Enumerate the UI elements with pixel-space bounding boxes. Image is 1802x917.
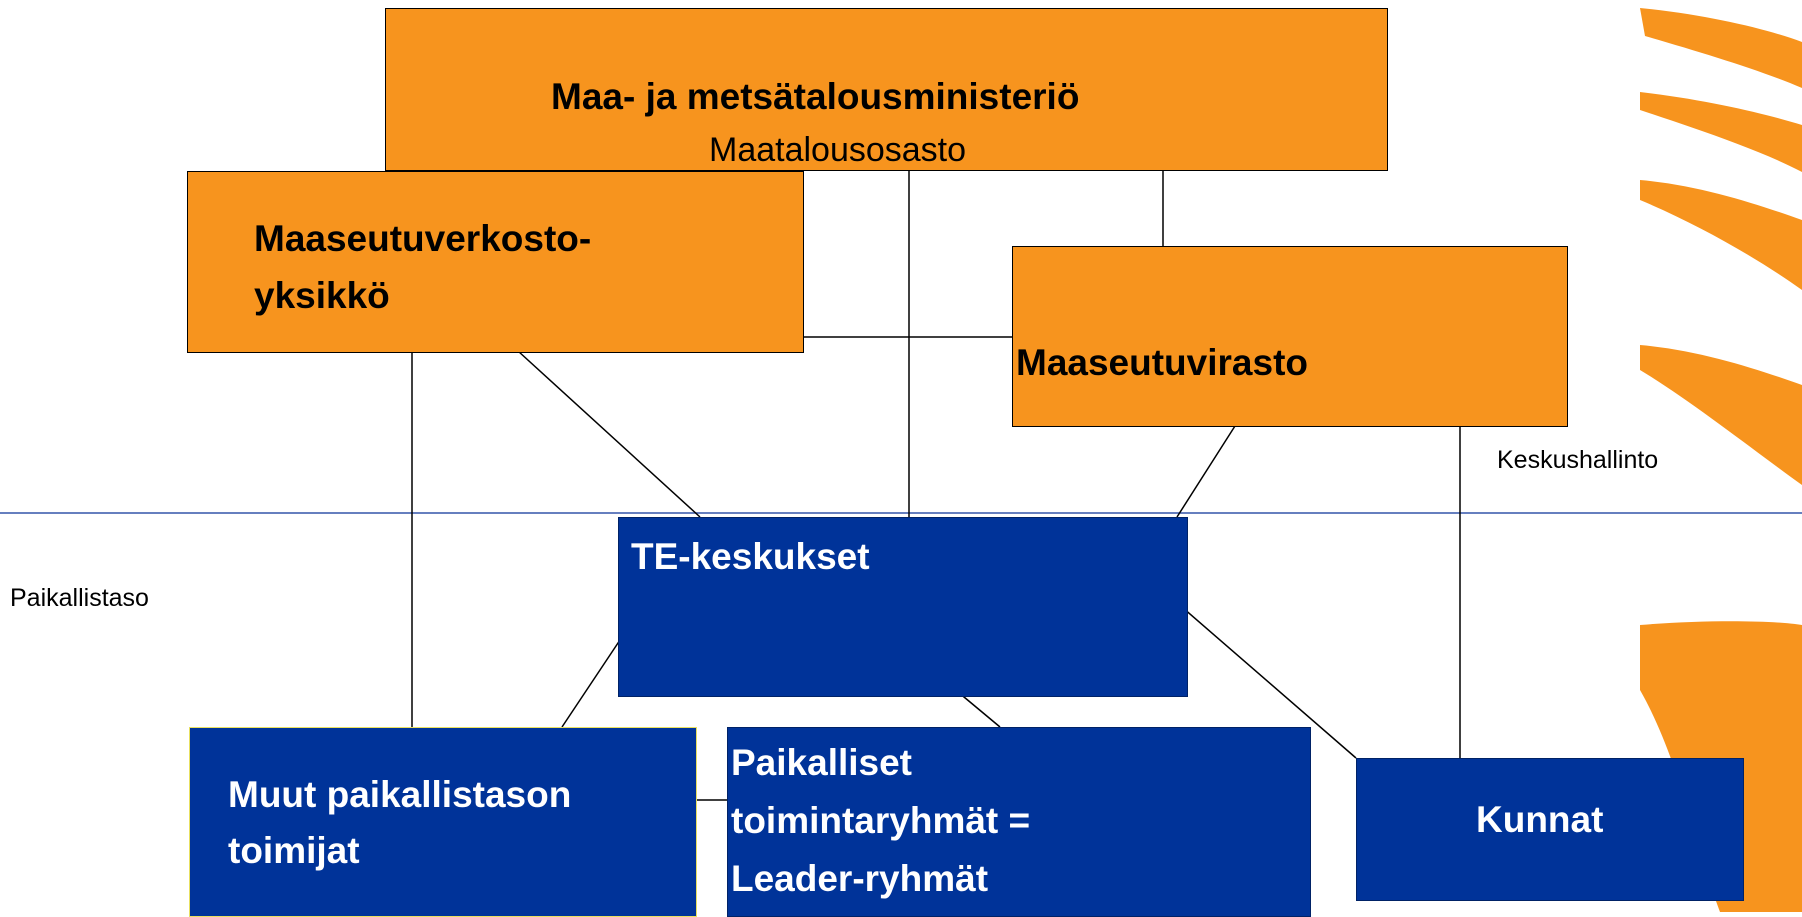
other-actors-box: Muut paikallistason toimijat: [189, 727, 697, 917]
connector-network-te: [517, 350, 701, 518]
local-groups-label-line3: Leader-ryhmät: [731, 858, 989, 899]
te-centres-title: TE-keskukset: [631, 536, 870, 577]
agency-title: Maaseutuvirasto: [1016, 342, 1308, 383]
network-unit-label-line1: Maaseutuverkosto-: [254, 218, 592, 259]
ministry-box: Maa- ja metsätalousministeriö Maatalouso…: [385, 8, 1388, 171]
other-actors-label-line2: toimijat: [228, 830, 360, 871]
connector-agency-te: [1176, 425, 1236, 518]
connector-te-other: [561, 636, 623, 728]
central-level-label: Keskushallinto: [1497, 446, 1659, 474]
municipalities-title: Kunnat: [1476, 799, 1604, 840]
network-unit-box: Maaseutuverkosto- yksikkö: [187, 171, 804, 353]
local-level-label: Paikallistaso: [10, 584, 149, 612]
te-centres-box: TE-keskukset: [618, 517, 1188, 697]
agency-box: Maaseutuvirasto: [1012, 246, 1568, 427]
ministry-title: Maa- ja metsätalousministeriö: [551, 76, 1080, 117]
local-groups-label-line1: Paikalliset: [731, 742, 913, 783]
local-groups-box: Paikalliset toimintaryhmät = Leader-ryhm…: [727, 727, 1311, 917]
local-groups-label-line2: toimintaryhmät =: [731, 800, 1031, 841]
ministry-subtitle: Maatalousosasto: [709, 131, 967, 169]
other-actors-label-line1: Muut paikallistason: [228, 774, 572, 815]
network-unit-label-line2: yksikkö: [254, 275, 390, 316]
municipalities-box: Kunnat: [1356, 758, 1744, 901]
